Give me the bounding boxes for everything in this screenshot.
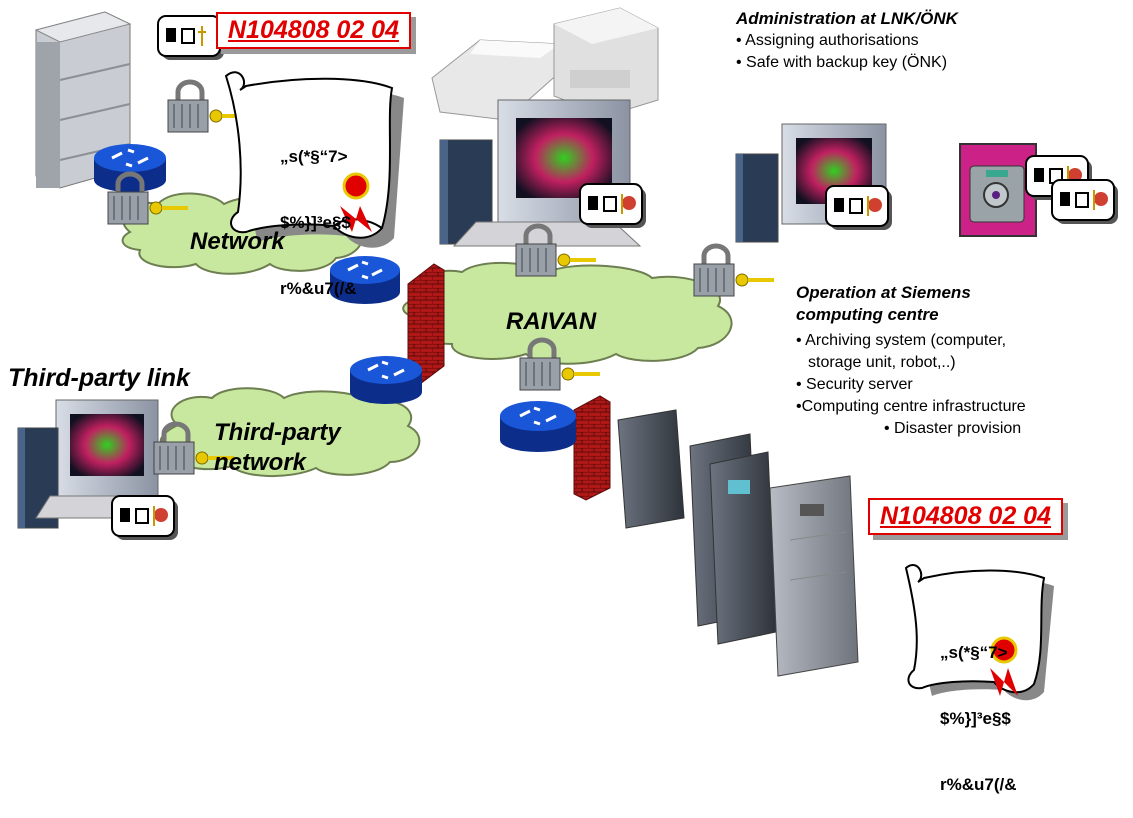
encrypted-scroll-top [224, 71, 404, 248]
smartcard-badge-icon [1051, 179, 1118, 224]
server-cluster [689, 433, 859, 677]
third-party-network-label: Third-party network [214, 419, 341, 476]
smartcard-badge-icon [157, 15, 224, 60]
operation-bullet: storage unit, robot,..) [808, 354, 956, 371]
cipher-line: r%&u7(/& [280, 279, 357, 298]
smartcard-badge-icon [825, 185, 892, 230]
administration-bullet: • Assigning authorisations [736, 32, 919, 49]
router-icon [94, 144, 166, 192]
encrypted-text-top: „s(*§“7> $%}]³e§$ r%&u7(/& [280, 102, 357, 322]
server-tower-dark [617, 409, 685, 529]
smartcard-badge-icon [579, 183, 646, 228]
cipher-line: $%}]³e§$ [280, 213, 351, 232]
operation-bullet: • Disaster provision [884, 420, 1022, 437]
cipher-line: r%&u7(/& [940, 775, 1017, 794]
padlock-key-icon [153, 421, 234, 475]
safe-icon [959, 143, 1037, 237]
padlock-key-icon [107, 171, 188, 225]
operation-title: Operation at Siemens [796, 283, 971, 302]
firewall-bottom [573, 395, 611, 501]
third-party-link-label: Third-party link [8, 364, 190, 392]
padlock-key-icon [693, 243, 774, 297]
router-icon [330, 256, 400, 304]
operation-title: computing centre [796, 305, 939, 324]
administration-title: Administration at LNK/ÖNK [736, 9, 958, 28]
document-number-top: N104808 02 04 [216, 12, 411, 49]
padlock-key-icon [519, 337, 600, 391]
smartcard-badge-icon [111, 495, 178, 540]
cipher-line: „s(*§“7> [940, 643, 1008, 662]
encrypted-text-bottom: „s(*§“7> $%}]³e§$ r%&u7(/& [940, 598, 1017, 818]
rack-server [34, 11, 132, 189]
network-label: Network [190, 228, 285, 255]
administration-panel: Administration at LNK/ÖNK • Assigning au… [736, 8, 958, 74]
operation-panel: Operation at Siemens computing centre • … [796, 282, 1026, 440]
raivan-label: RAIVAN [506, 308, 597, 335]
administration-bullet: • Safe with backup key (ÖNK) [736, 54, 948, 71]
operation-bullet: •Computing centre infrastructure [796, 398, 1026, 415]
padlock-key-icon [515, 223, 596, 277]
cipher-line: $%}]³e§$ [940, 709, 1011, 728]
network-diagram [17, 7, 1118, 701]
document-number-bottom: N104808 02 04 [868, 498, 1063, 535]
encrypted-scroll-bottom [904, 564, 1054, 701]
third-party-cloud [159, 387, 421, 477]
cipher-line: „s(*§“7> [280, 147, 348, 166]
workstation-center [439, 99, 642, 247]
router-icon [350, 356, 422, 404]
operation-bullet: • Security server [796, 376, 913, 393]
operation-bullet: • Archiving system (computer, [796, 332, 1007, 349]
router-icon [500, 401, 576, 452]
scanner-printer [431, 7, 659, 121]
